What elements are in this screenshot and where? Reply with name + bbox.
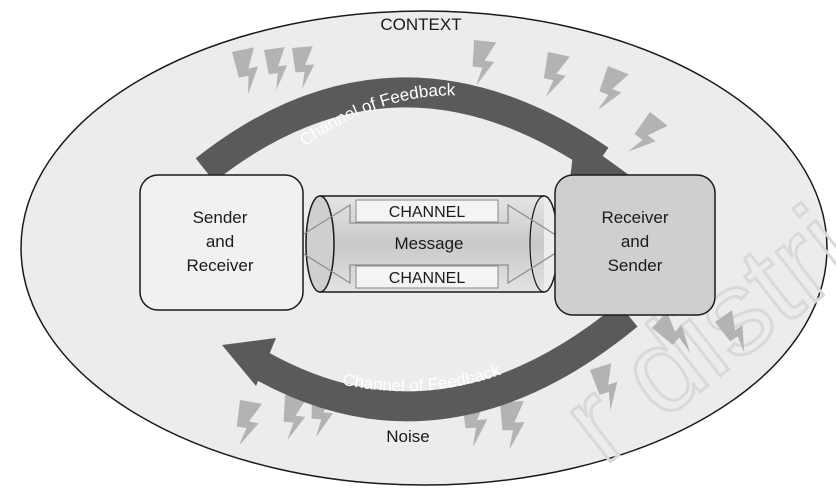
context-label: CONTEXT [380, 15, 461, 34]
feedback-arrow-top [195, 77, 636, 182]
left-box-line2: and [206, 232, 234, 251]
right-box-line1: Receiver [601, 208, 668, 227]
noise-label: Noise [386, 427, 429, 446]
left-box-line1: Sender [193, 208, 248, 227]
channel-bottom-label: CHANNEL [389, 270, 466, 287]
channel-cylinder [286, 195, 572, 293]
sender-receiver-box [139, 174, 304, 311]
right-box-line2: and [621, 232, 649, 251]
channel-top-label: CHANNEL [389, 204, 466, 221]
left-box-line3: Receiver [186, 256, 253, 275]
right-box-line3: Sender [608, 256, 663, 275]
message-label: Message [395, 234, 464, 253]
feedback-arrow-bottom [222, 303, 638, 422]
receiver-sender-box [554, 174, 716, 316]
